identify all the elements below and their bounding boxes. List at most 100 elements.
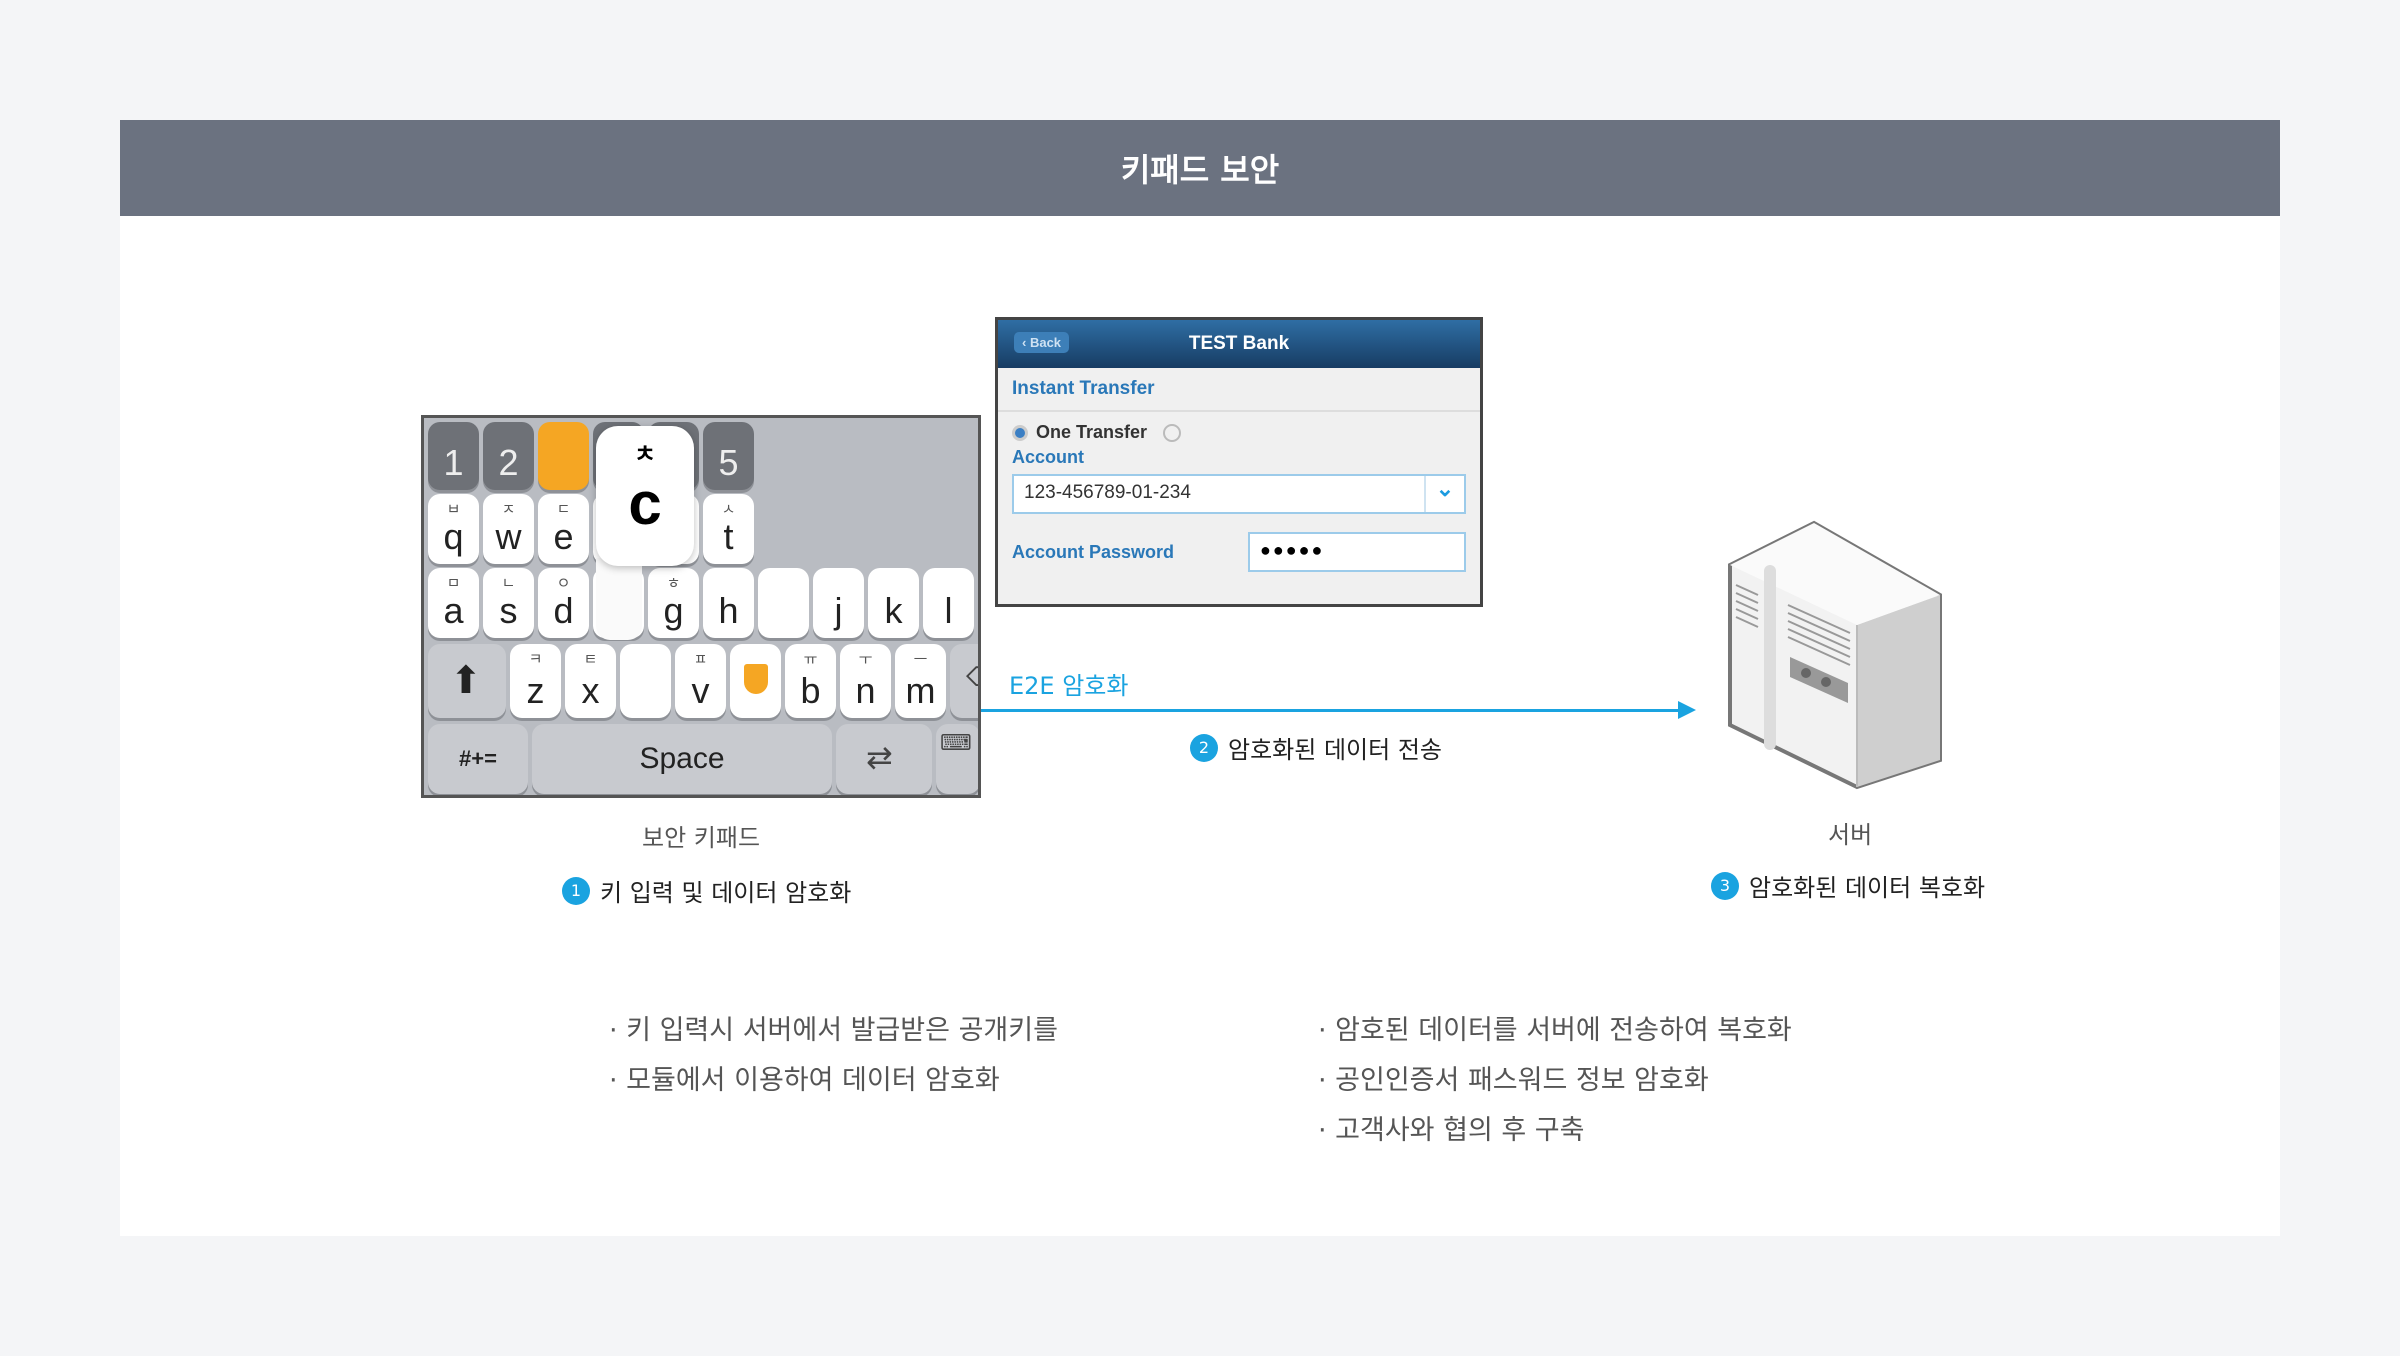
chevron-down-icon[interactable]: ⌄ <box>1424 476 1464 512</box>
key-label: w <box>495 516 522 557</box>
account-select[interactable]: 123-456789-01-234 ⌄ <box>1012 474 1466 514</box>
app-title: TEST Bank <box>1188 333 1290 354</box>
page-title: 키패드 보안 <box>120 120 2280 216</box>
key-sub-label: ㅍ <box>693 651 708 668</box>
letter-key[interactable]: h <box>703 568 754 638</box>
password-input[interactable]: ●●●●● <box>1248 532 1466 572</box>
step-label: 암호화된 데이터 전송 <box>1228 736 1442 764</box>
key-label: n <box>855 670 876 711</box>
key-label: s <box>499 590 518 631</box>
key-label: 5 <box>718 442 739 483</box>
password-label: Account Password <box>1012 541 1175 562</box>
key-sub-label: ㅡ <box>913 651 928 668</box>
hide-keyboard-key[interactable]: ⌨ <box>936 724 978 794</box>
key-label: v <box>691 670 710 711</box>
app-bar: ‹ Back TEST Bank <box>998 320 1480 368</box>
key-label: m <box>905 670 936 711</box>
key-label: t <box>723 516 734 557</box>
letter-key[interactable]: k <box>868 568 919 638</box>
bullet-right-3: · 고객사와 협의 후 구축 <box>1318 1115 1585 1146</box>
key-sub-label: ㅜ <box>858 651 873 668</box>
step-number: 2 <box>1190 733 1218 762</box>
key-label: 1 <box>443 442 464 483</box>
server-icon <box>1728 520 1942 790</box>
back-label: Back <box>1029 335 1062 350</box>
key-label: b <box>800 670 821 711</box>
number-key[interactable]: 5 <box>703 422 754 490</box>
key-sub-label: ㅌ <box>583 651 598 668</box>
key-popup-sub: ㅊ <box>633 440 657 468</box>
swap-icon: ⇄ <box>866 739 893 775</box>
key-popup-main: c <box>628 470 662 537</box>
back-button[interactable]: ‹ Back <box>1014 332 1070 353</box>
step-label: 키 입력 및 데이터 암호화 <box>600 879 852 907</box>
key-label: q <box>443 516 464 557</box>
step-number: 3 <box>1711 871 1739 900</box>
number-key[interactable]: 2 <box>483 422 534 490</box>
key-label: z <box>526 670 545 711</box>
key-label: e <box>553 516 574 557</box>
key-sub-label: ㅎ <box>666 575 681 592</box>
key-sub-label: ㄷ <box>556 501 571 518</box>
key-label: Space <box>639 742 725 775</box>
section-title: Instant Transfer <box>998 368 1480 412</box>
key-sub-label: ㅈ <box>501 501 516 518</box>
key-popup: ㅊ c <box>596 426 694 566</box>
letter-key[interactable]: l <box>923 568 974 638</box>
e2e-label: E2E 암호화 <box>1009 672 1129 700</box>
letter-key[interactable] <box>730 644 781 718</box>
backspace-icon: ⌫ <box>966 662 978 693</box>
shift-key[interactable]: ⬆ <box>428 644 506 718</box>
key-sub-label: ㅋ <box>528 651 543 668</box>
key-label: a <box>443 590 464 631</box>
number-key[interactable] <box>538 422 589 490</box>
letter-key[interactable] <box>758 568 809 638</box>
key-sub-label: ㅁ <box>446 575 461 592</box>
bullet-left-2: · 모듈에서 이용하여 데이터 암호화 <box>609 1065 1000 1096</box>
bullet-right-2: · 공인인증서 패스워드 정보 암호화 <box>1318 1065 1709 1096</box>
backspace-key[interactable]: ⌫ <box>950 644 978 718</box>
radio-selected[interactable] <box>1012 424 1028 441</box>
key-label: x <box>581 670 600 711</box>
bullet-left-1: · 키 입력시 서버에서 발급받은 공개키를 <box>609 1015 1058 1046</box>
radio-unselected[interactable] <box>1163 423 1182 442</box>
key-sub-label: ㄴ <box>501 575 516 592</box>
key-label: h <box>718 590 739 631</box>
space-key[interactable]: Space <box>532 724 832 794</box>
radio-label: One Transfer <box>1036 422 1148 442</box>
number-key[interactable]: 1 <box>428 422 479 490</box>
letter-key[interactable] <box>620 644 671 718</box>
bank-app-window: ‹ Back TEST Bank Instant Transfer One Tr… <box>995 317 1483 607</box>
flow-arrow-line <box>981 709 1681 712</box>
symbols-key[interactable]: #+= <box>428 724 528 794</box>
key-label: j <box>834 590 843 631</box>
keypad-caption: 보안 키패드 <box>642 824 761 852</box>
key-sub-label: ㅠ <box>803 651 818 668</box>
shift-icon: ⬆ <box>450 660 482 702</box>
server-caption: 서버 <box>1828 821 1873 849</box>
account-label: Account <box>1012 447 1084 467</box>
keyboard-hide-icon: ⌨ <box>940 730 972 755</box>
arrow-head-icon <box>1678 701 1696 719</box>
key-label: l <box>944 590 953 631</box>
key-label: #+= <box>459 746 497 771</box>
language-switch-key[interactable]: ⇄ <box>836 724 932 794</box>
letter-key[interactable]: j <box>813 568 864 638</box>
key-sub-label: ㅂ <box>446 501 461 518</box>
